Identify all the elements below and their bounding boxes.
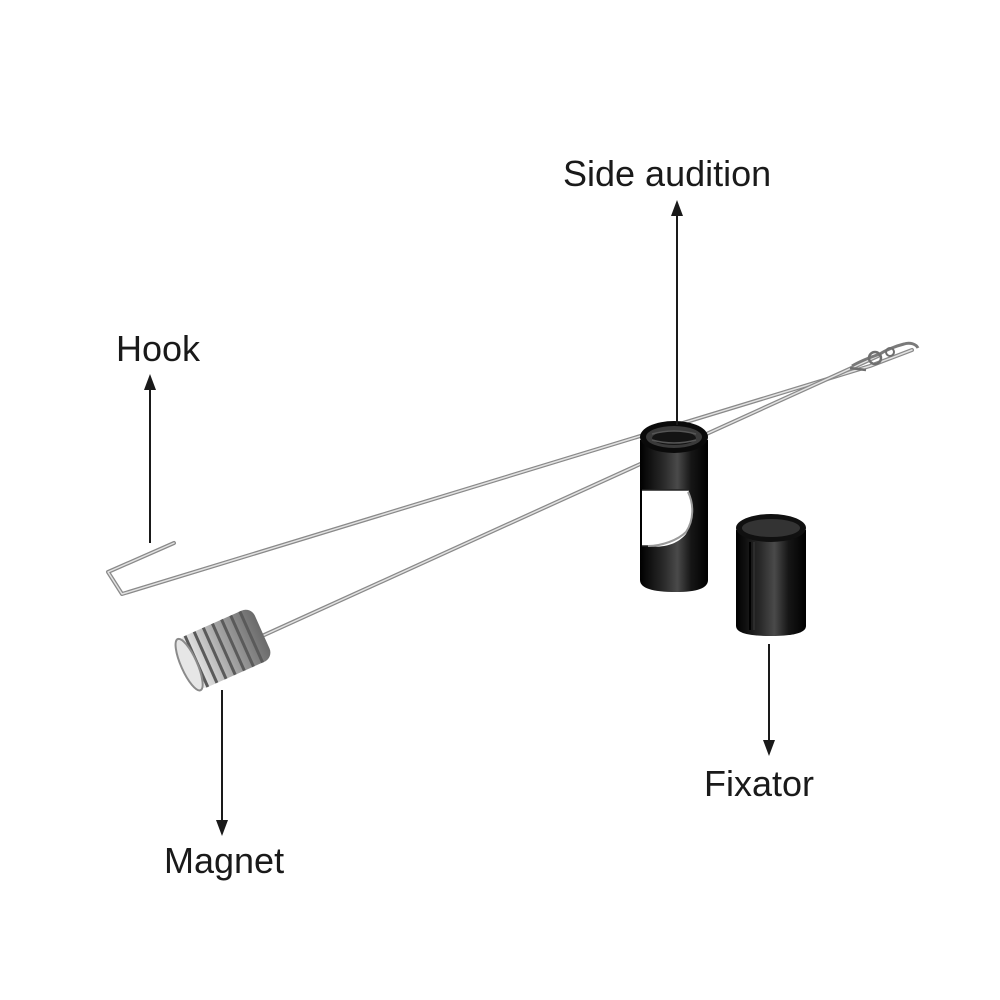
fixator-tube [736, 514, 806, 636]
hook-wire [106, 348, 914, 596]
pointer-arrow-up-icon [144, 374, 156, 390]
magnet-label: Magnet [164, 840, 285, 881]
pointer-arrow-down-icon [216, 820, 228, 836]
fixator-label: Fixator [704, 763, 815, 804]
pointer-arrow-down-icon [763, 740, 775, 756]
side-audition-pointer [671, 200, 683, 425]
fixator-pointer [763, 644, 775, 756]
side-audition-tube [640, 421, 708, 592]
side-audition-label: Side audition [563, 153, 772, 194]
magnet-coil [174, 609, 271, 692]
magnet-wire [260, 354, 880, 638]
magnet-pointer [216, 690, 228, 836]
hook-label: Hook [116, 328, 201, 369]
pointer-arrow-up-icon [671, 200, 683, 216]
hook-pointer [144, 374, 156, 543]
hinge-tip [849, 341, 920, 372]
